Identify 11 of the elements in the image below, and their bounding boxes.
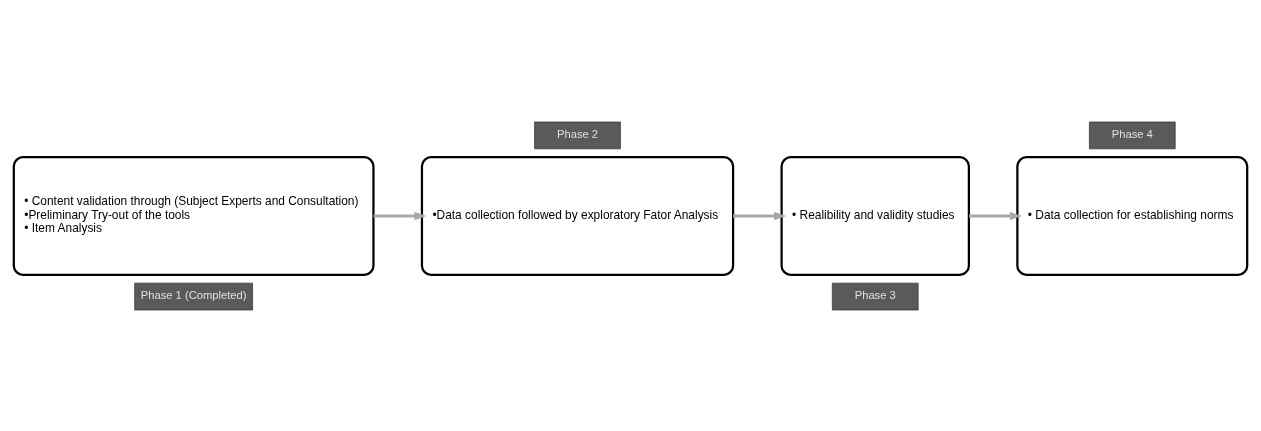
node-box: • Data collection for establishing norms	[1016, 155, 1249, 276]
arrow	[733, 211, 787, 220]
node-box: Phase 3	[831, 282, 919, 310]
node-box: •Data collection followed by exploratory Fator Analysis	[420, 155, 735, 276]
node-box: • Realibility and validity studies	[780, 155, 970, 276]
node-box: • Content validation through (Subject Experts and Consultation) •Preliminary Try-out of the tools • Item Analysis	[12, 155, 375, 276]
arrow	[373, 211, 427, 220]
node-box: Phase 2	[534, 121, 621, 149]
node-box: Phase 4	[1089, 121, 1176, 149]
node-box: Phase 1 (Completed)	[134, 282, 253, 310]
arrow	[968, 211, 1022, 220]
